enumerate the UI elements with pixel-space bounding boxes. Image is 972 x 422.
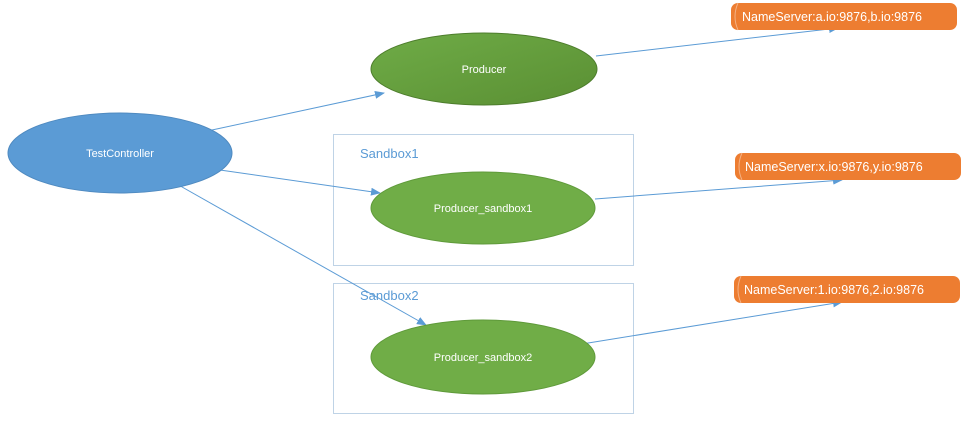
nameserver-sandbox1: NameServer:x.io:9876,y.io:9876: [735, 152, 961, 181]
producer-sandbox1-shape: [370, 171, 596, 245]
nameserver-sandbox1-cap: [738, 152, 743, 181]
sandbox2-label: Sandbox2: [360, 288, 419, 303]
producer-sandbox2-shape: [370, 319, 596, 395]
nameserver-sandbox2-label: NameServer:1.io:9876,2.io:9876: [744, 283, 924, 297]
edge-sandbox1-to-nameserver: [594, 176, 843, 200]
edge-controller-to-producer-sandbox2: [174, 182, 427, 326]
nameserver-producer-label: NameServer:a.io:9876,b.io:9876: [742, 10, 922, 24]
producer-sandbox2-label: Producer_sandbox2: [434, 352, 532, 364]
nameserver-sandbox2-body: [734, 276, 960, 303]
producer-sandbox2-node: Producer_sandbox2: [370, 319, 596, 395]
edge-sandbox2-to-nameserver: [581, 299, 843, 345]
producer-node: Producer: [370, 32, 598, 106]
producer-sandbox1-node: Producer_sandbox1: [370, 171, 596, 245]
producer-label: Producer: [462, 64, 507, 76]
sandbox2-border: [333, 283, 634, 414]
nameserver-producer-cap: [734, 2, 739, 31]
test-controller-shape: [7, 112, 233, 194]
nameserver-sandbox1-body: [735, 153, 961, 180]
nameserver-sandbox1-label: NameServer:x.io:9876,y.io:9876: [745, 160, 923, 174]
sandbox2-container: Sandbox2: [333, 283, 634, 414]
sandbox1-container: Sandbox1: [333, 134, 634, 266]
producer-shape: [370, 32, 598, 106]
nameserver-sandbox2: NameServer:1.io:9876,2.io:9876: [734, 275, 960, 304]
nameserver-producer-body: [731, 3, 957, 30]
edge-controller-to-producer: [211, 90, 385, 131]
nameserver-producer: NameServer:a.io:9876,b.io:9876: [731, 2, 957, 31]
edge-controller-to-producer-sandbox1: [219, 169, 381, 196]
sandbox1-label: Sandbox1: [360, 146, 419, 161]
edge-producer-to-nameserver: [595, 25, 839, 57]
sandbox1-border: [333, 134, 634, 266]
producer-sandbox1-label: Producer_sandbox1: [434, 203, 532, 215]
test-controller-label: TestController: [86, 148, 154, 160]
test-controller-node: TestController: [7, 112, 233, 194]
nameserver-sandbox2-cap: [737, 275, 742, 304]
